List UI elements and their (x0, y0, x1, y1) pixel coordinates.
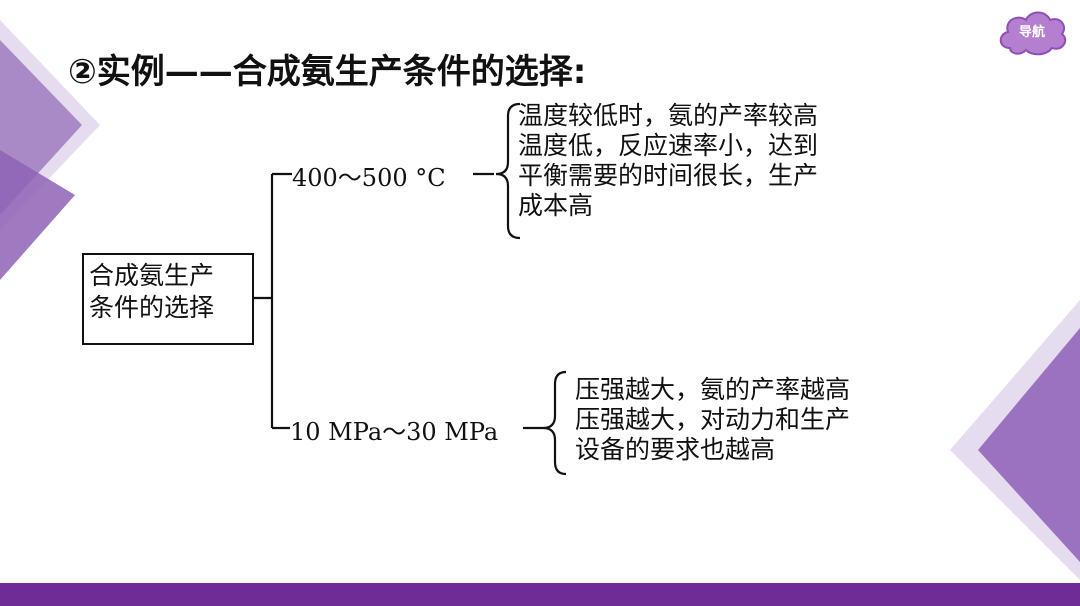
detail-line: 设备的要求也越高 (575, 435, 776, 464)
detail-line: 平衡需要的时间很长，生产 (518, 161, 819, 190)
right-decoration (950, 300, 1080, 580)
pressure-details: 压强越大，氨的产率越高 压强越大，对动力和生产 设备的要求也越高 (575, 375, 850, 465)
nav-label: 导航 (1018, 25, 1045, 40)
left-decoration (0, 20, 100, 280)
detail-line: 成本高 (518, 191, 594, 220)
page-title: ②实例——合成氨生产条件的选择: (68, 52, 587, 92)
root-line: 条件的选择 (89, 293, 215, 322)
detail-line: 压强越大，对动力和生产 (575, 405, 851, 434)
detail-line: 温度较低时，氨的产率较高 (518, 101, 819, 130)
root-node: 合成氨生产 条件的选择 (82, 253, 254, 345)
branch-condition-temperature: 400～500 °C (292, 158, 446, 193)
nav-button[interactable]: 导航 (996, 8, 1068, 58)
bottom-bar (0, 583, 1080, 606)
branch-condition-pressure: 10 MPa～30 MPa (290, 412, 499, 447)
detail-line: 压强越大，氨的产率越高 (575, 375, 851, 404)
temperature-details: 温度较低时，氨的产率较高 温度低，反应速率小，达到 平衡需要的时间很长，生产 成… (518, 101, 818, 221)
cloud-icon (999, 11, 1067, 56)
detail-line: 温度低，反应速率小，达到 (518, 131, 819, 160)
root-line: 合成氨生产 (89, 261, 215, 290)
